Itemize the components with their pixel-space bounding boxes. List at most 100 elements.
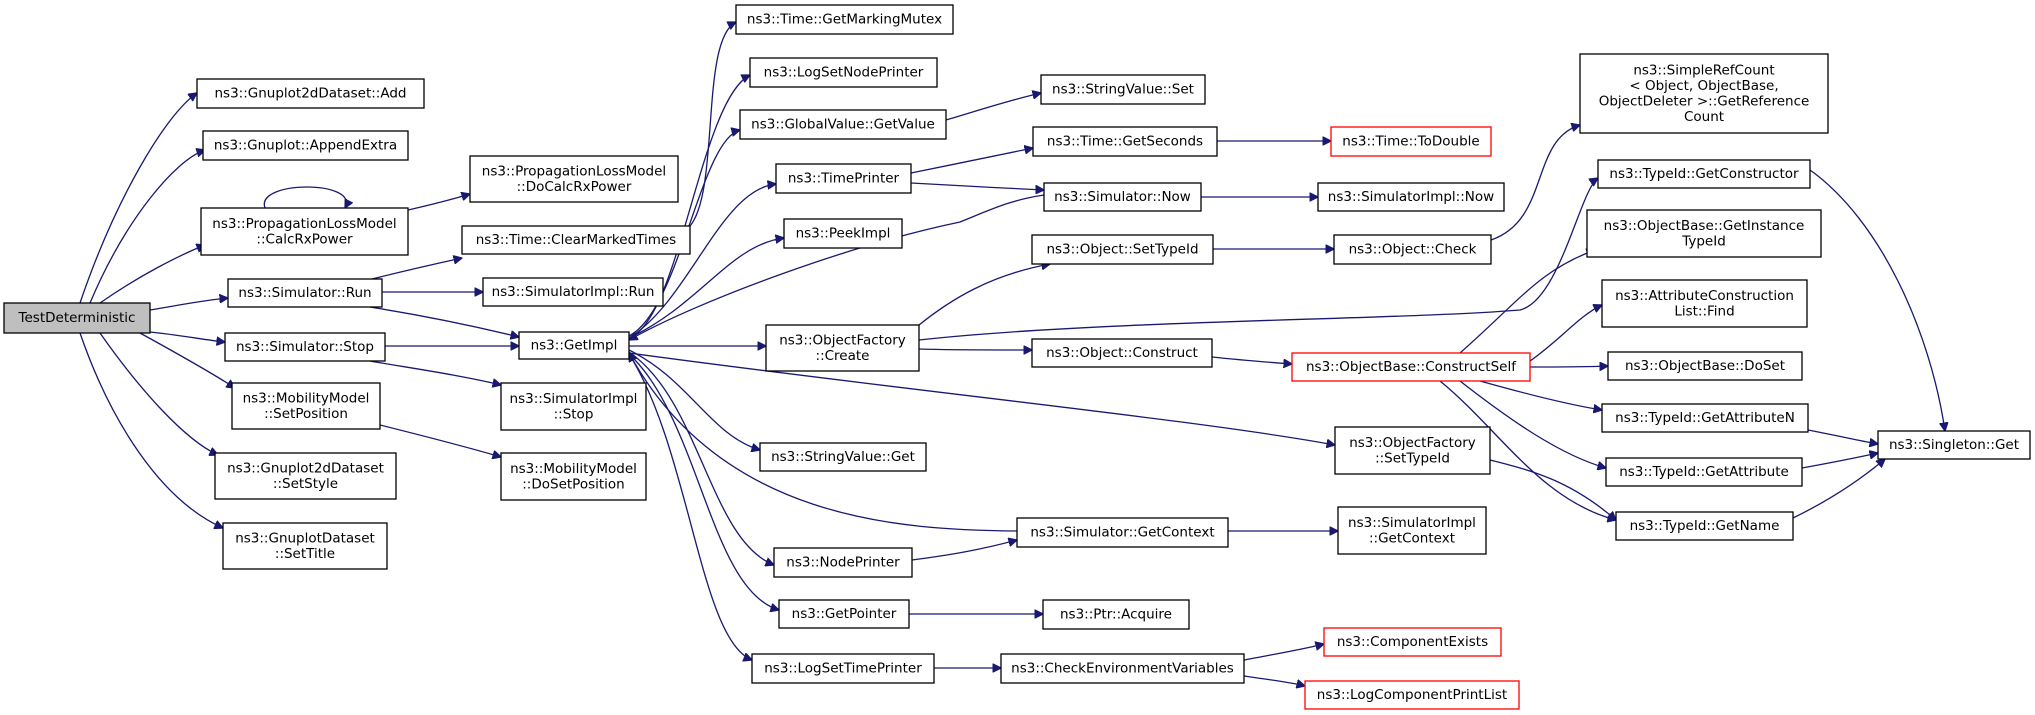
edge-test-to-simstop: [149, 331, 225, 342]
node-gpdstitle[interactable]: ns3::GnuplotDataset::SetTitle: [222, 522, 388, 570]
node-label-gpdstitle: ::SetTitle: [275, 546, 335, 562]
node-box-simimplrun: [482, 277, 664, 307]
node-timemutex[interactable]: ns3::Time::GetMarkingMutex: [735, 4, 954, 35]
node-label-simimplstop: ns3::SimulatorImpl: [510, 391, 638, 407]
node-objconstruct[interactable]: ns3::Object::Construct: [1031, 338, 1213, 368]
node-box-tidgetname: [1615, 511, 1794, 541]
edge-simrun-to-getimpl: [369, 306, 519, 337]
node-strvalget[interactable]: ns3::StringValue::Get: [759, 442, 927, 472]
edge-mobset-to-mobdoset: [379, 424, 501, 457]
node-label-simimplrun: ns3::SimulatorImpl::Run: [492, 284, 655, 300]
edge-test-to-gp2dadd: [79, 93, 197, 304]
node-box-plmdocalc: [469, 155, 679, 203]
node-label-tidgetattrn: ns3::TypeId::GetAttributeN: [1615, 410, 1795, 426]
node-peekimpl[interactable]: ns3::PeekImpl: [783, 218, 903, 249]
node-objfcreate[interactable]: ns3::ObjectFactory::Create: [765, 324, 920, 372]
node-strvalset[interactable]: ns3::StringValue::Set: [1040, 74, 1206, 105]
node-objsettype[interactable]: ns3::Object::SetTypeId: [1031, 234, 1214, 265]
node-label-srcget: Count: [1684, 109, 1724, 125]
node-tidgetattr[interactable]: ns3::TypeId::GetAttribute: [1605, 457, 1803, 487]
node-simimplrun[interactable]: ns3::SimulatorImpl::Run: [482, 277, 664, 307]
node-label-attrfind: ns3::AttributeConstruction: [1615, 288, 1794, 304]
edge-gvget-to-strvalset: [945, 93, 1041, 121]
node-label-mobset: ::SetPosition: [264, 406, 348, 422]
node-logcompprint[interactable]: ns3::LogComponentPrintList: [1304, 680, 1520, 710]
node-simimplstop[interactable]: ns3::SimulatorImpl::Stop: [500, 382, 647, 431]
edge-objfsettype-to-tidgetname: [1489, 459, 1616, 520]
node-lognode[interactable]: ns3::LogSetNodePrinter: [749, 57, 938, 88]
node-label-timeprinter: ns3::TimePrinter: [788, 171, 900, 187]
node-label-timeclear: ns3::Time::ClearMarkedTimes: [476, 232, 676, 248]
node-label-getpointer: ns3::GetPointer: [792, 606, 897, 622]
node-singletonget[interactable]: ns3::Singleton::Get: [1877, 430, 2031, 460]
node-box-objfsettype: [1334, 426, 1491, 475]
node-label-objbasegettid: TypeId: [1681, 233, 1726, 249]
node-box-srcget: [1579, 53, 1829, 134]
node-label-compexists: ns3::ComponentExists: [1337, 634, 1488, 650]
edge-simstop-to-simimplstop: [369, 360, 501, 385]
node-tidgetctor[interactable]: ns3::TypeId::GetConstructor: [1597, 159, 1811, 189]
node-box-tidgetattr: [1605, 457, 1803, 487]
node-gp2dadd[interactable]: ns3::Gnuplot2dDataset::Add: [196, 78, 425, 109]
node-gp2dstyle[interactable]: ns3::Gnuplot2dDataset::SetStyle: [214, 452, 397, 500]
node-simgetctx[interactable]: ns3::Simulator::GetContext: [1016, 517, 1229, 548]
node-label-plmcalc: ::CalcRxPower: [256, 231, 353, 247]
node-label-plmdocalc: ns3::PropagationLossModel: [482, 163, 666, 179]
node-box-simrun: [227, 278, 383, 308]
node-nodeprinter[interactable]: ns3::NodePrinter: [773, 547, 913, 578]
node-tidgetattrn[interactable]: ns3::TypeId::GetAttributeN: [1601, 403, 1809, 433]
node-objcheck[interactable]: ns3::Object::Check: [1333, 234, 1492, 265]
node-logtime[interactable]: ns3::LogSetTimePrinter: [751, 653, 935, 684]
node-srcget[interactable]: ns3::SimpleRefCount< Object, ObjectBase,…: [1579, 53, 1829, 134]
node-gvget[interactable]: ns3::GlobalValue::GetValue: [739, 109, 947, 140]
node-plmcalc[interactable]: ns3::PropagationLossModel::CalcRxPower: [200, 207, 409, 256]
edge-timeclear-to-timemutex: [689, 22, 736, 227]
node-label-checkenv: ns3::CheckEnvironmentVariables: [1011, 661, 1234, 677]
edge-getimpl-to-objfsettype: [628, 352, 1335, 445]
node-label-logtime: ns3::LogSetTimePrinter: [764, 661, 922, 677]
node-getimpl[interactable]: ns3::GetImpl: [518, 331, 630, 360]
node-timetodouble[interactable]: ns3::Time::ToDouble: [1330, 126, 1492, 157]
edge-checkenv-to-logcompprint: [1243, 675, 1305, 686]
node-simimplnow[interactable]: ns3::SimulatorImpl::Now: [1317, 182, 1505, 212]
node-simimplctx[interactable]: ns3::SimulatorImpl::GetContext: [1337, 506, 1487, 555]
node-label-simimplnow: ns3::SimulatorImpl::Now: [1328, 189, 1494, 205]
node-timeclear[interactable]: ns3::Time::ClearMarkedTimes: [461, 225, 691, 255]
edge-tidgetname-to-singletonget: [1792, 459, 1885, 519]
node-objbasedoset[interactable]: ns3::ObjectBase::DoSet: [1607, 351, 1803, 381]
node-label-simimplctx: ns3::SimulatorImpl: [1348, 515, 1476, 531]
edge-plmcalc-self: [263, 186, 346, 208]
node-test[interactable]: TestDeterministic: [3, 302, 151, 334]
node-label-plmcalc: ns3::PropagationLossModel: [212, 216, 396, 232]
node-box-strvalset: [1040, 74, 1206, 105]
node-box-gpdstitle: [222, 522, 388, 570]
node-mobset[interactable]: ns3::MobilityModel::SetPosition: [231, 382, 381, 430]
node-timegetsec[interactable]: ns3::Time::GetSeconds: [1032, 126, 1218, 157]
edge-objbaseconstruct-to-objbasedoset: [1529, 366, 1608, 367]
node-plmdocalc[interactable]: ns3::PropagationLossModel::DoCalcRxPower: [469, 155, 679, 203]
node-objbaseconstruct[interactable]: ns3::ObjectBase::ConstructSelf: [1291, 352, 1531, 382]
node-compexists[interactable]: ns3::ComponentExists: [1323, 627, 1502, 657]
node-timeprinter[interactable]: ns3::TimePrinter: [775, 163, 912, 194]
node-checkenv[interactable]: ns3::CheckEnvironmentVariables: [1000, 653, 1245, 684]
node-simnow[interactable]: ns3::Simulator::Now: [1043, 182, 1202, 212]
node-label-lognode: ns3::LogSetNodePrinter: [764, 65, 924, 81]
node-gpappend[interactable]: ns3::Gnuplot::AppendExtra: [202, 130, 409, 161]
node-mobdoset[interactable]: ns3::MobilityModel::DoSetPosition: [500, 452, 647, 501]
node-box-getimpl: [518, 331, 630, 360]
node-box-simimplstop: [500, 382, 647, 431]
edge-getimpl-to-logtime: [628, 353, 752, 660]
node-ptracquire[interactable]: ns3::Ptr::Acquire: [1042, 599, 1190, 630]
node-box-timetodouble: [1330, 126, 1492, 157]
edge-test-to-gpdstitle: [79, 332, 223, 528]
node-simrun[interactable]: ns3::Simulator::Run: [227, 278, 383, 308]
node-box-simimplctx: [1337, 506, 1487, 555]
node-objfsettype[interactable]: ns3::ObjectFactory::SetTypeId: [1334, 426, 1491, 475]
node-tidgetname[interactable]: ns3::TypeId::GetName: [1615, 511, 1794, 541]
node-simstop[interactable]: ns3::Simulator::Stop: [224, 332, 386, 362]
node-getpointer[interactable]: ns3::GetPointer: [778, 599, 910, 629]
edge-test-to-gpappend: [89, 150, 205, 304]
node-box-objbaseconstruct: [1291, 352, 1531, 382]
